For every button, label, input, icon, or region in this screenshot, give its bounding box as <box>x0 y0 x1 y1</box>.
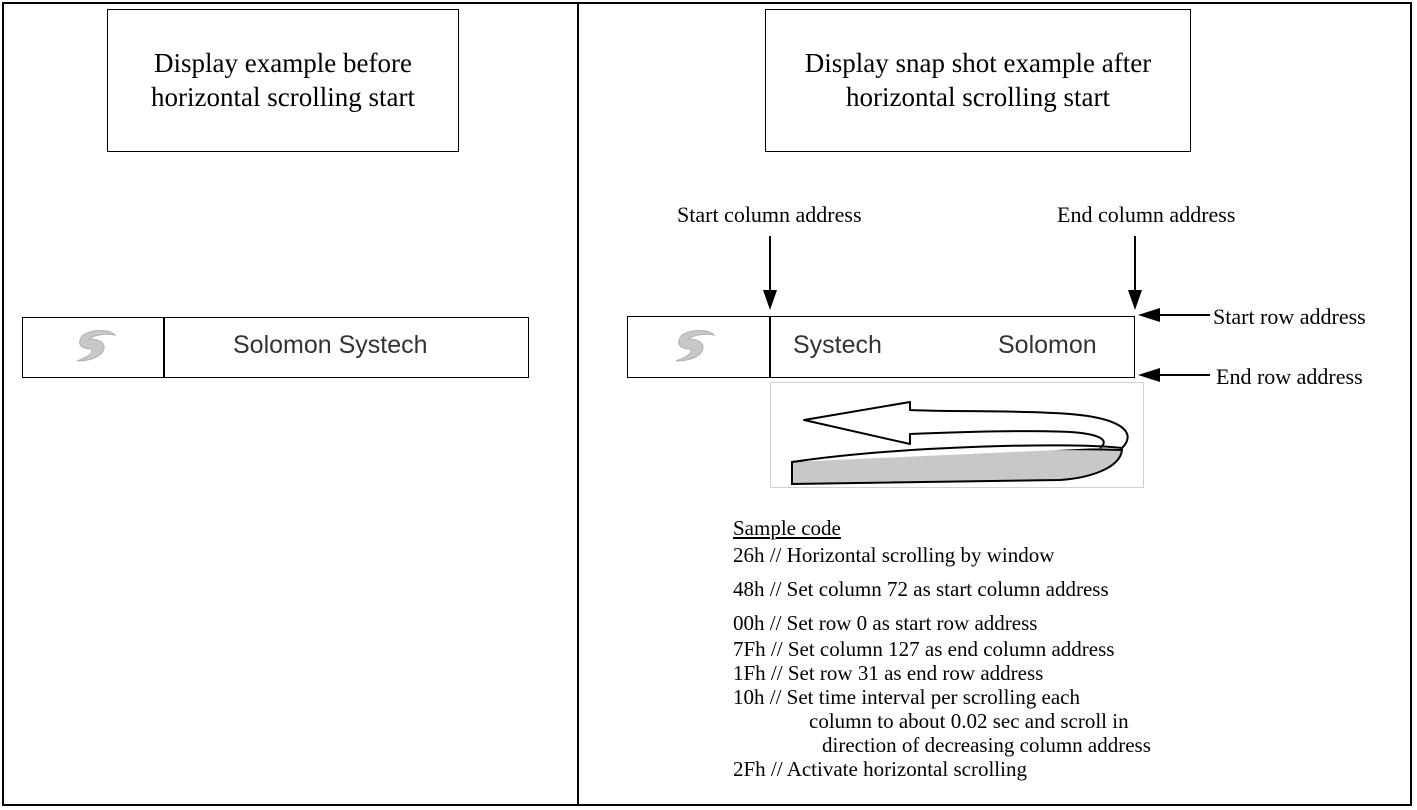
start-column-arrow <box>763 236 777 310</box>
code-line-5: 1Fh // Set row 31 as end row address <box>733 661 1044 685</box>
right-display-separator <box>769 317 771 377</box>
end-column-arrow <box>1128 236 1142 310</box>
end-column-label: End column address <box>1057 202 1236 227</box>
left-panel-title-text: Display example before horizontal scroll… <box>151 47 415 112</box>
right-display: Systech Solomon <box>627 316 1135 378</box>
code-line-6: 10h // Set time interval per scrolling e… <box>733 685 1080 709</box>
start-row-label: Start row address <box>1213 304 1366 329</box>
panel-divider <box>577 2 579 806</box>
left-panel-title: Display example before horizontal scroll… <box>107 9 459 152</box>
right-panel-title: Display snap shot example after horizont… <box>765 9 1191 152</box>
code-line-3: 00h // Set row 0 as start row address <box>733 611 1038 635</box>
right-panel-title-text: Display snap shot example after horizont… <box>804 47 1152 112</box>
left-display-text: Solomon Systech <box>233 331 428 359</box>
solomon-logo-icon <box>76 330 117 362</box>
left-display: Solomon Systech <box>22 317 529 378</box>
left-display-separator <box>163 318 165 377</box>
code-line-7: column to about 0.02 sec and scroll in <box>809 709 1129 733</box>
scroll-direction-arrow <box>770 382 1144 488</box>
code-line-4: 7Fh // Set column 127 as end column addr… <box>733 637 1115 661</box>
code-line-1: 26h // Horizontal scrolling by window <box>733 543 1055 567</box>
right-display-text-left: Systech <box>793 331 882 359</box>
code-line-9: 2Fh // Activate horizontal scrolling <box>733 757 1027 781</box>
sample-code-heading: Sample code <box>733 516 841 540</box>
start-column-label: Start column address <box>677 202 862 227</box>
code-line-8: direction of decreasing column address <box>822 733 1151 757</box>
solomon-logo-icon-right <box>675 330 716 362</box>
start-row-arrow <box>1138 308 1210 322</box>
end-row-arrow <box>1138 368 1210 382</box>
right-display-text-right: Solomon <box>998 331 1097 359</box>
end-row-label: End row address <box>1216 364 1363 389</box>
code-line-2: 48h // Set column 72 as start column add… <box>733 577 1109 601</box>
